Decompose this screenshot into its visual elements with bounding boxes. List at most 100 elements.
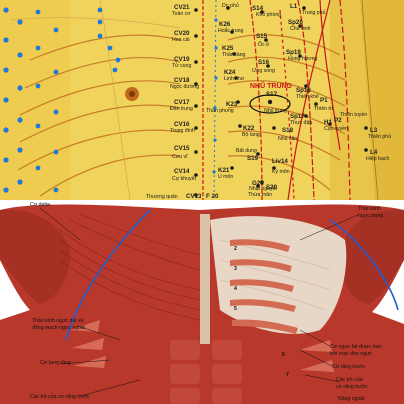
s-points — [256, 10, 276, 188]
svg-text:L4: L4 — [370, 149, 378, 156]
rib-lines — [17, 34, 346, 197]
svg-text:S14: S14 — [252, 5, 264, 12]
svg-text:Sp19: Sp19 — [286, 49, 301, 56]
point-code-cv14: CV14 — [174, 168, 190, 175]
deltoid-right — [339, 209, 404, 304]
point-code-cv17: CV17 — [174, 99, 190, 106]
svg-text:Ưng song: Ưng song — [252, 68, 275, 74]
muscle-anatomy-panel: 2 3 4 5 6 7 Cơ delta Thần kinh ngực tron… — [0, 200, 404, 404]
svg-text:Nhật nguyệt: Nhật nguyệt — [249, 186, 278, 192]
highlight-ellipse — [249, 94, 291, 114]
svg-text:Thần tàng: Thần tàng — [222, 52, 245, 58]
k-points — [226, 6, 242, 170]
svg-text:Hiệp bạch: Hiệp bạch — [366, 156, 389, 162]
svg-text:Bất dung: Bất dung — [236, 148, 257, 154]
right-points — [298, 6, 368, 152]
point-name-cv14: Cự khuyết — [172, 176, 197, 182]
label-latissimus: Cơ lưng rộng — [40, 360, 71, 366]
svg-text:S16: S16 — [258, 59, 270, 66]
point-code-cv18: CV18 — [174, 77, 190, 84]
svg-text:Chu vinh: Chu vinh — [290, 26, 311, 32]
label-external: Nặng ngoài — [338, 396, 365, 402]
point-name-cv13: Thượng quản — [146, 194, 178, 200]
svg-text:Kỳ môn: Kỳ môn — [272, 169, 290, 175]
svg-text:5: 5 — [234, 306, 237, 312]
highlight-label: NHŨ TRUNG — [250, 81, 293, 90]
svg-text:Khố phòng: Khố phòng — [256, 12, 281, 18]
point-code-cv20: CV20 — [174, 30, 190, 37]
svg-text:Cực tuyền: Cực tuyền — [324, 126, 348, 132]
point-name-cv16: Trung đình — [170, 128, 195, 134]
svg-text:Sp20: Sp20 — [288, 19, 303, 26]
point-code-cv13: CV13 — [186, 193, 202, 200]
label-nerve-2: ngực trong — [358, 213, 383, 219]
point-name-cv20: Hoa cái — [172, 37, 190, 43]
svg-text:6: 6 — [282, 352, 285, 358]
point-name-cv18: Ngọc đường — [170, 84, 199, 90]
svg-text:Thiên khê: Thiên khê — [296, 94, 319, 100]
acupuncture-chart: CV21 CV20 CV19 CV18 CV17 CV16 CV15 CV14 … — [0, 0, 404, 200]
svg-text:Thừa mãn: Thừa mãn — [248, 192, 272, 198]
svg-text:K26: K26 — [219, 21, 231, 28]
svg-text:L3: L3 — [370, 127, 378, 134]
sternum — [200, 214, 210, 344]
svg-text:Thiên tuyền: Thiên tuyền — [340, 112, 367, 118]
svg-text:Nhũ căn: Nhũ căn — [278, 136, 297, 142]
svg-text:Linh khư: Linh khư — [224, 76, 245, 82]
point-code-f20: F 20 — [206, 193, 219, 200]
svg-text:4: 4 — [234, 286, 237, 292]
arm-region — [360, 0, 404, 200]
svg-text:H1: H1 — [324, 119, 332, 126]
label-serratus-left: Các trẽ của cơ răng trước — [30, 393, 90, 400]
label-pec-minor-2: bởi mạc đòn ngực — [330, 350, 372, 357]
label-deltoid: Cơ delta — [30, 202, 50, 208]
rectus-abdominis — [170, 340, 242, 404]
muscle-anatomy-illustration: 2 3 4 5 6 7 Cơ delta Thần kinh ngực tron… — [0, 200, 404, 404]
svg-text:3: 3 — [234, 266, 237, 272]
label-serratus-teeth-1: Các trẽ của — [336, 376, 363, 383]
acupuncture-chart-panel: CV21 CV20 CV19 CV18 CV17 CV16 CV15 CV14 … — [0, 0, 404, 200]
svg-text:7: 7 — [286, 372, 289, 378]
deltoid-left — [0, 209, 71, 304]
svg-text:S20: S20 — [266, 184, 278, 191]
label-serratus-teeth-2: cơ răng trước — [336, 384, 368, 390]
svg-text:Sp18: Sp18 — [296, 87, 311, 94]
svg-text:S19: S19 — [247, 155, 259, 162]
svg-text:S18: S18 — [282, 127, 294, 134]
svg-text:L1: L1 — [290, 3, 298, 10]
svg-text:K22: K22 — [243, 125, 255, 132]
point-name-cv19: Tử cung — [172, 62, 191, 69]
rib-segments — [230, 239, 298, 334]
svg-text:2: 2 — [234, 246, 237, 252]
label-long-thoracic-2: động mạch ngực ngoài — [32, 325, 85, 331]
red-meridian-lines — [202, 0, 351, 200]
point-code-cv15: CV15 — [174, 145, 190, 152]
svg-text:K25: K25 — [222, 45, 234, 52]
svg-text:K21: K21 — [218, 167, 230, 174]
label-nerve-1: Thần kinh — [358, 206, 381, 212]
blue-meridian-dots — [3, 7, 121, 193]
svg-text:S15: S15 — [256, 33, 268, 40]
svg-text:Liv14: Liv14 — [272, 158, 288, 165]
svg-text:Thiên trì: Thiên trì — [314, 106, 334, 112]
svg-text:Ốc ế: Ốc ế — [258, 41, 269, 48]
point-name-cv15: Cưu vĩ — [172, 154, 188, 160]
point-code-cv21: CV21 — [174, 4, 190, 11]
point-code-cv19: CV19 — [174, 56, 190, 63]
svg-text:K24: K24 — [224, 69, 236, 76]
nerve-lines — [65, 209, 399, 341]
cv-points — [194, 8, 198, 197]
rib-numbers: 2 3 4 5 6 7 — [234, 246, 289, 378]
svg-text:Hoắc trung: Hoắc trung — [218, 27, 243, 34]
svg-text:Nhũ trung: Nhũ trung — [264, 108, 287, 114]
svg-text:Bộ lang: Bộ lang — [242, 132, 260, 138]
point-code-cv16: CV16 — [174, 121, 190, 128]
svg-text:P1: P1 — [320, 97, 328, 104]
svg-text:Thiên phủ: Thiên phủ — [368, 133, 391, 140]
svg-text:U môn: U môn — [218, 174, 233, 180]
svg-text:Trung phủ: Trung phủ — [302, 9, 326, 16]
svg-text:Sp17: Sp17 — [290, 113, 305, 120]
svg-text:Thần phong: Thần phong — [206, 108, 234, 114]
svg-text:Hung hương: Hung hương — [288, 56, 317, 62]
